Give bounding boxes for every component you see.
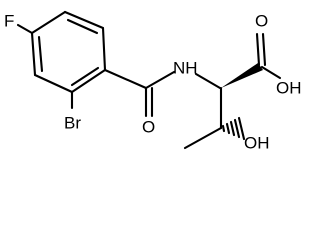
acid-hydroxyl-atom-label: OH [276,78,302,97]
fluorine-atom-label: F [4,11,14,30]
side-chain-hydroxyl-atom-label: OH [244,133,270,152]
carbonyl-nitrogen-bond [144,70,176,90]
ring-carbonyl-bond [103,68,148,90]
ring-bond-3 [101,26,107,72]
acid-carbonyl-bond-2 [261,32,267,67]
amide-oxygen-atom-label: O [142,117,155,136]
acid-oxygen-atom-label: O [255,11,268,30]
molecule-structure: F Br O NH O OH OH [4,10,302,152]
ring-bond-5 [33,73,74,94]
ring-double-bond-c [37,35,44,73]
beta-methyl-bond [183,126,223,150]
ring-bond-2 [63,10,105,30]
acid-hydroxyl-bond [260,65,282,80]
nitrogen-alpha-bond [194,72,222,90]
ring-double-bond-b [70,66,100,87]
ring-bond-1 [30,10,67,35]
bromine-atom-label: Br [64,113,81,132]
amide-nitrogen-atom-label: NH [173,58,198,77]
ring-double-bond-a [66,18,99,35]
alpha-carboxyl-wedge [221,63,263,88]
beta-hydroxyl-hashed-bond [221,116,246,141]
ring-bond-4 [70,68,107,94]
c-f-bond [16,23,34,35]
ring-bond-6 [30,31,37,77]
benzene-ring [30,10,107,94]
acid-carbonyl-bond-1 [255,32,261,67]
